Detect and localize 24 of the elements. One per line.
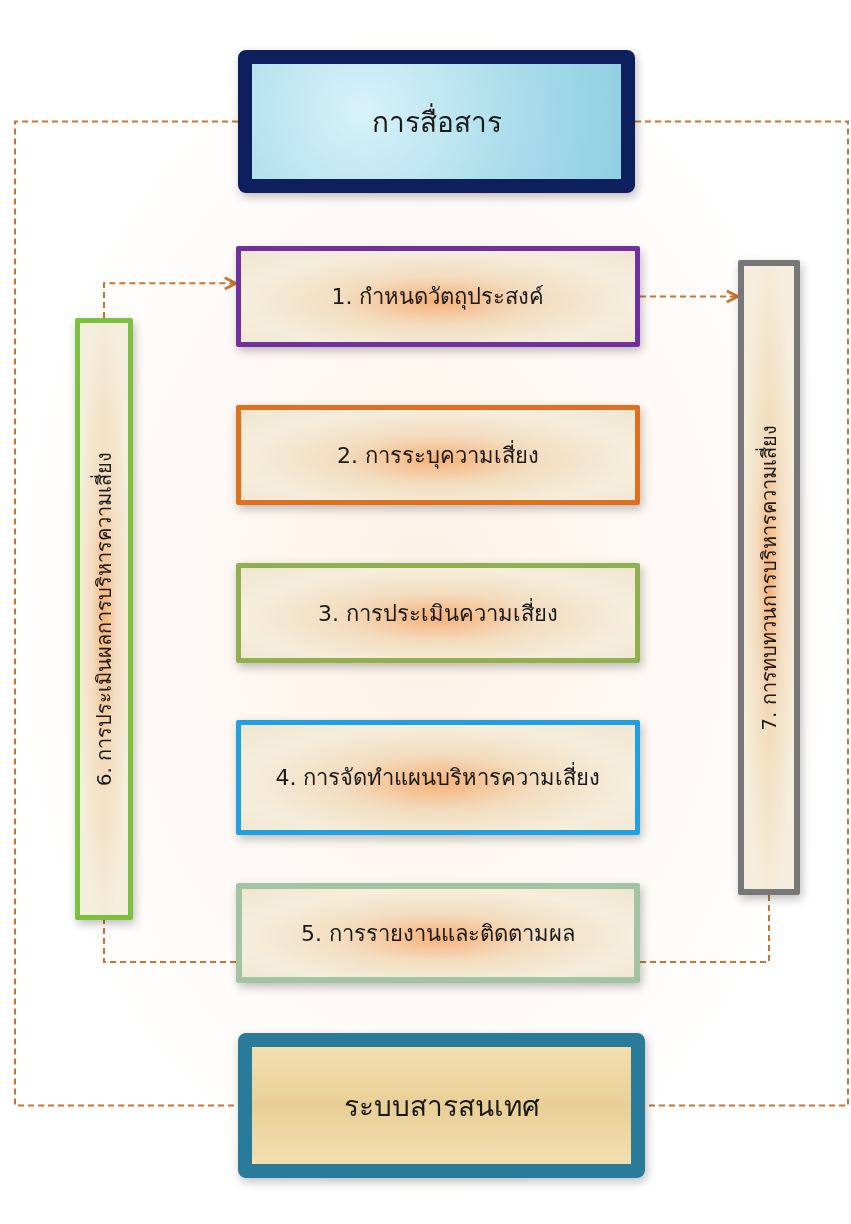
- box-label: 7. การทบทวนการบริหารความเสี่ยง: [754, 424, 782, 731]
- process-box: [236, 883, 640, 983]
- arrow: [639, 289, 740, 304]
- process-box: [236, 563, 640, 663]
- box-label: 2. การระบุความเสี่ยง: [337, 439, 539, 471]
- connector-line: [103, 919, 237, 963]
- process-box: [738, 260, 800, 895]
- process-box: [236, 246, 640, 347]
- box-label: 1. กำหนดวัตถุประสงค์: [331, 283, 545, 312]
- box-label: ระบบสารสนเทศ: [343, 1088, 540, 1125]
- arrow: [103, 276, 238, 319]
- process-box: [236, 720, 640, 835]
- box-label: 3. การประเมินความเสี่ยง: [318, 597, 558, 628]
- connector-line: [639, 894, 770, 963]
- connector-line: [14, 120, 239, 1107]
- box-label: การสื่อสาร: [371, 102, 502, 141]
- information-system-box: [238, 1033, 645, 1178]
- process-box: [75, 318, 133, 920]
- box-label: 5. การรายงานและติดตามผล: [301, 919, 575, 948]
- connector-line: [634, 120, 849, 1107]
- box-label: 6. การประเมินผลการบริหารความเสี่ยง: [89, 451, 117, 787]
- communication-box: [238, 50, 635, 193]
- process-box: [236, 405, 640, 505]
- box-label: 4. การจัดทำแผนบริหารความเสี่ยง: [275, 760, 601, 795]
